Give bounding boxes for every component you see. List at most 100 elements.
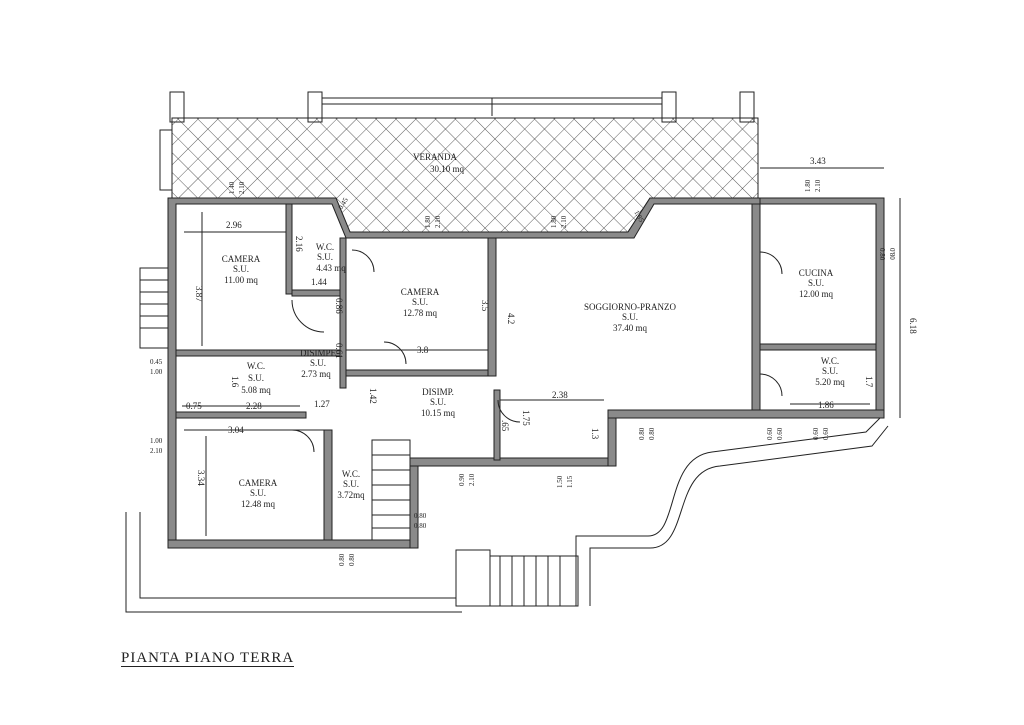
interior-wall	[285, 203, 293, 295]
interior-wall	[291, 289, 341, 297]
interior-wall	[175, 411, 307, 419]
room-name-wc: W.C.	[342, 469, 360, 479]
room-su-wc: S.U.	[343, 479, 359, 489]
opening-label: 0.45	[150, 358, 163, 366]
room-area-disimp: 10.15 mq	[421, 408, 456, 418]
room-area-wc: 5.20 mq	[815, 377, 845, 387]
dimension-label: 0.86	[334, 298, 344, 314]
interior-wall	[323, 429, 333, 541]
room-su-camera: S.U.	[412, 297, 428, 307]
room-area-wc: 5.08 mq	[241, 385, 271, 395]
room-su-soggiorno: S.U.	[622, 312, 638, 322]
door-swing	[759, 251, 783, 275]
room-su-camera: S.U.	[250, 488, 266, 498]
door-swing	[351, 249, 375, 273]
opening-label: 0.80	[878, 248, 886, 261]
room-su-cucina: S.U.	[808, 278, 824, 288]
room-area-soggiorno: 37.40 mq	[613, 323, 648, 333]
interior-wall	[493, 389, 501, 461]
room-area-wc: 4.43 mq	[316, 263, 346, 273]
dimension-label: 1.27	[314, 399, 330, 409]
opening-label: 2.10	[150, 447, 163, 455]
opening-label: 2.10	[468, 473, 476, 486]
opening-label: 0.80	[638, 427, 646, 440]
dimension-label: 1.44	[311, 277, 327, 287]
south-external-stair	[455, 549, 579, 607]
dimension-label: 1.3	[590, 428, 600, 440]
south-wall-middle	[409, 457, 617, 467]
room-su-wc: S.U.	[822, 366, 838, 376]
south-wall-east	[607, 409, 885, 419]
door-swing	[383, 341, 407, 365]
room-name-cucina: CUCINA	[799, 268, 834, 278]
opening-label: 2.10	[560, 215, 568, 228]
south-wall-stair	[409, 457, 419, 549]
door-swing	[497, 399, 521, 423]
room-area-veranda: 30.10 mq	[430, 164, 465, 174]
room-name-wc: W.C.	[821, 356, 839, 366]
opening-label: 1.80	[550, 215, 558, 228]
opening-label: 2.10	[814, 179, 822, 192]
dimension-label: 3.43	[810, 156, 826, 166]
dimension-label: 3.87	[194, 286, 204, 302]
room-name-veranda: VERANDA	[413, 152, 457, 162]
north-wall	[167, 197, 761, 541]
opening-label: 0.80	[648, 427, 656, 440]
dimension-label: 1.42	[368, 388, 378, 404]
dimension-label: 3.5	[480, 300, 490, 312]
dimension-label: 4.2	[506, 313, 516, 324]
exterior-path	[139, 512, 456, 599]
opening-label: 0'80	[888, 248, 896, 260]
opening-label: 1.00	[150, 437, 163, 445]
room-name-wc: W.C.	[316, 242, 334, 252]
room-su-disimp: S.U.	[430, 397, 446, 407]
room-su-camera: S.U.	[233, 264, 249, 274]
interior-wall	[487, 237, 497, 377]
dimension-label: 0.61	[334, 343, 344, 359]
opening-label: 0.60	[766, 427, 774, 440]
room-su-wc: S.U.	[248, 373, 264, 383]
opening-label: 0.80	[414, 512, 427, 520]
opening-label: 0.60	[776, 427, 784, 440]
opening-label: 1.00	[150, 368, 163, 376]
room-area-camera: 12.78 mq	[403, 308, 438, 318]
veranda-area	[171, 117, 759, 233]
room-su-wc: S.U.	[317, 252, 333, 262]
interior-wall	[759, 343, 877, 351]
room-name-wc: W.C.	[247, 361, 265, 371]
room-name-camera: CAMERA	[401, 287, 440, 297]
room-name-soggiorno: SOGGIORNO-PRANZO	[584, 302, 677, 312]
dimension-label: 3.8	[417, 345, 429, 355]
west-external-stair	[139, 267, 169, 349]
door-swing	[291, 429, 315, 453]
room-area-camera: 12.48 mq	[241, 499, 276, 509]
dimension-label: 2.28	[246, 401, 262, 411]
room-area-disimpe: 2.73 mq	[301, 369, 331, 379]
veranda-side-step	[159, 129, 173, 191]
plan-title: PIANTA PIANO TERRA	[121, 650, 295, 667]
room-name-disimpe: DISIMPE	[300, 348, 337, 358]
opening-label: 2.10	[434, 215, 442, 228]
opening-label: 1.15	[566, 475, 574, 488]
room-name-camera: CAMERA	[222, 254, 261, 264]
dimension-label: 3.34	[196, 470, 206, 486]
dimension-label: 1.6	[230, 376, 240, 388]
opening-label: 1.80	[804, 179, 812, 192]
door-swing	[759, 373, 783, 397]
interior-wall	[751, 203, 761, 411]
dimension-label: 2.96	[226, 220, 242, 230]
dimension-label: 1.75	[521, 410, 531, 426]
room-su-disimpe: S.U.	[310, 358, 326, 368]
dimension-label: 3.04	[228, 425, 244, 435]
room-area-camera: 11.00 mq	[224, 275, 258, 285]
opening-label: 0.90	[458, 473, 466, 486]
opening-label: 2.10	[238, 181, 246, 194]
exterior-path	[125, 512, 462, 613]
dimension-label: 1.86	[818, 400, 834, 410]
room-name-camera: CAMERA	[239, 478, 278, 488]
exterior-path	[575, 417, 881, 606]
south-wall-west	[167, 539, 419, 549]
dimension-label: 1.7	[864, 376, 874, 388]
opening-label: 1.50	[556, 475, 564, 488]
